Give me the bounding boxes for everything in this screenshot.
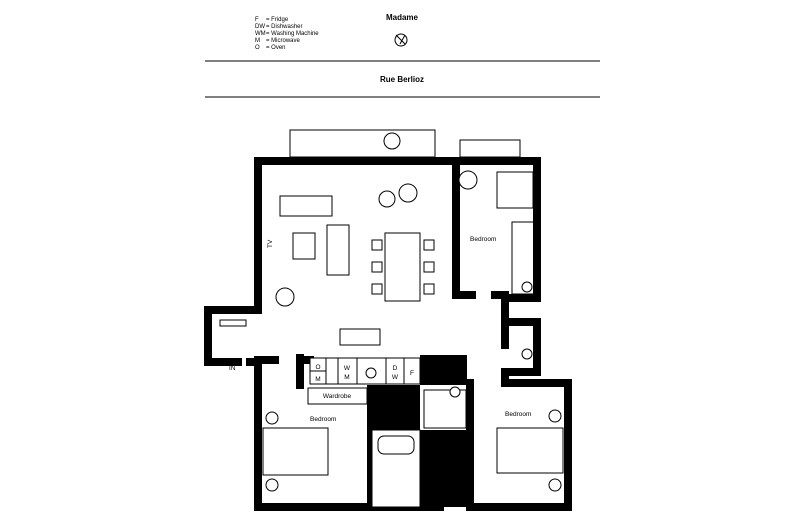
toilet-room	[423, 389, 467, 429]
street-label: Rue Berlioz	[380, 75, 424, 84]
nightstand	[265, 411, 279, 425]
sofa	[326, 224, 350, 276]
balcony-table	[383, 132, 401, 150]
compass-icon	[394, 33, 408, 47]
microwave-label: M	[315, 376, 320, 383]
legend: F = Fridge DW = Dishwasher WM = Washing …	[255, 17, 319, 51]
shaft	[420, 430, 467, 507]
oven-label: O	[315, 364, 320, 371]
dining-table	[384, 232, 421, 302]
shelf	[219, 319, 247, 327]
bathtub	[377, 435, 415, 455]
toilet	[521, 281, 533, 293]
entrance-label: IN	[229, 365, 236, 372]
sink	[449, 386, 461, 398]
chairs	[371, 239, 435, 295]
sofa	[279, 195, 333, 217]
toilet	[521, 348, 533, 360]
armchair	[398, 183, 418, 203]
shaft	[420, 355, 467, 385]
wardrobe	[307, 387, 368, 405]
kitchen-island	[339, 328, 381, 346]
bedroom-label: Bedroom	[470, 236, 496, 243]
bedroom-label: Bedroom	[310, 416, 336, 423]
sink-icon	[365, 367, 377, 379]
nightstand	[548, 409, 562, 423]
bed	[496, 427, 564, 474]
legend-code: O	[255, 45, 260, 51]
dishwasher-label-d: D	[393, 365, 398, 372]
dishwasher-label-w: W	[392, 374, 399, 381]
bedroom-label: Bedroom	[505, 411, 531, 418]
nightstand	[265, 478, 279, 492]
bed	[262, 427, 329, 476]
coffee-table	[292, 232, 316, 260]
legend-label: = Dishwasher	[266, 24, 303, 30]
legend-code: F	[255, 17, 259, 23]
legend-label: = Microwave	[266, 38, 301, 44]
legend-code: DW	[255, 24, 265, 30]
balcony	[289, 129, 436, 158]
balcony	[459, 139, 521, 158]
armchair	[458, 170, 478, 190]
legend-code: WM	[255, 31, 266, 37]
legend-label: = Fridge	[266, 17, 289, 23]
bed	[496, 171, 534, 209]
nightstand	[548, 478, 562, 492]
legend-label: = Oven	[266, 45, 286, 51]
washing-machine-label-m: M	[344, 374, 349, 381]
neighbor-label: Madame	[386, 13, 419, 22]
legend-code: M	[255, 38, 260, 44]
tv-label: TV	[267, 239, 274, 248]
kitchen-counter: O M W M D W F	[309, 357, 421, 385]
side-table	[378, 190, 396, 208]
wardrobe-label: Wardrobe	[323, 393, 352, 400]
washing-machine-label-w: W	[344, 365, 351, 372]
armchair	[275, 287, 295, 307]
bathroom	[511, 221, 535, 295]
fridge-label: F	[410, 370, 414, 377]
legend-label: = Washing Machine	[266, 31, 319, 37]
